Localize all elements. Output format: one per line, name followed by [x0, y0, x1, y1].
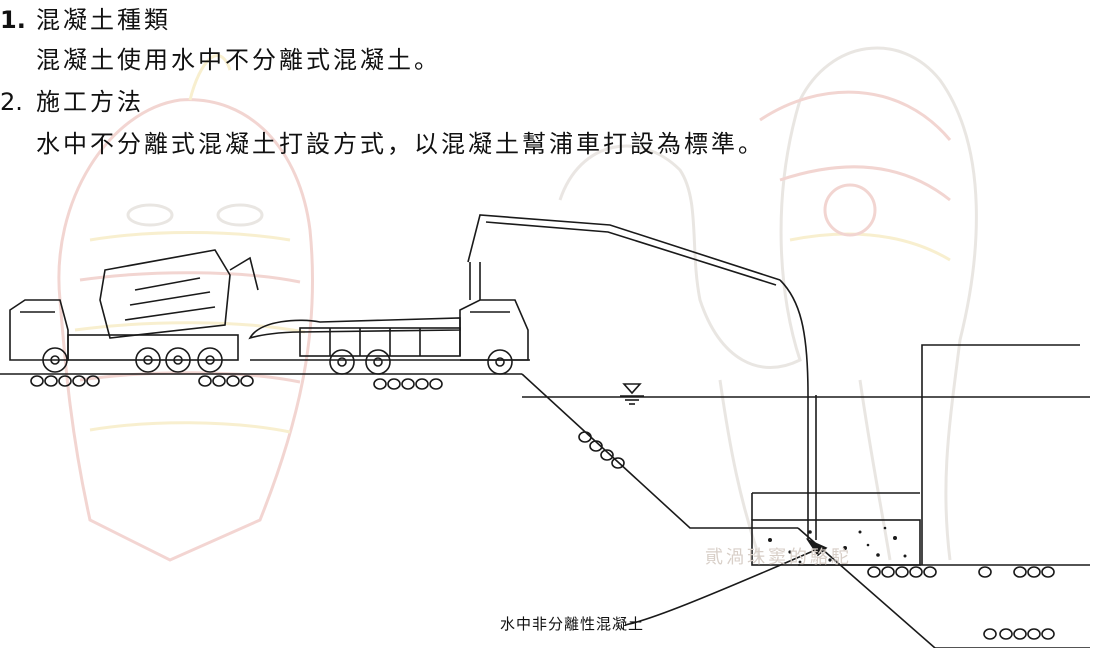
- heading-1: 1. 混凝土種類: [0, 0, 171, 35]
- concrete-label: 水中非分離性混凝土: [500, 615, 645, 633]
- pipe-outlet: [805, 538, 828, 557]
- gravel-slope: [578, 431, 625, 469]
- quay-wall: [921, 344, 1080, 565]
- pump-boom-lower: [485, 221, 777, 286]
- pump-boom: [467, 214, 781, 281]
- watermark-caption: 貮渦珠窦的駱駝: [705, 547, 852, 568]
- heading-2-number: 2.: [0, 88, 23, 116]
- concrete-block: [751, 519, 921, 566]
- gravel-ground-left: [30, 375, 443, 390]
- heading-2: 2. 施工方法: [0, 82, 144, 117]
- heading-2-text: 施工方法: [36, 88, 144, 116]
- paragraph-1: 混凝土使用水中不分離式混凝土。: [36, 46, 441, 74]
- paragraph-2: 水中不分離式混凝土打設方式，以混凝土幫浦車打設為標準。: [36, 130, 765, 158]
- label-leader-line: [624, 547, 821, 626]
- tremie-pipe: [779, 279, 809, 540]
- heading-1-number: 1.: [0, 6, 26, 34]
- pump-truck: [248, 262, 530, 375]
- gravel-riverbed: [867, 566, 1055, 640]
- aggregate-dots: [768, 526, 907, 564]
- heading-1-text: 混凝土種類: [36, 6, 171, 34]
- slope-line: [521, 373, 798, 529]
- mixer-truck: [9, 249, 259, 373]
- water-level-symbol: [620, 383, 644, 405]
